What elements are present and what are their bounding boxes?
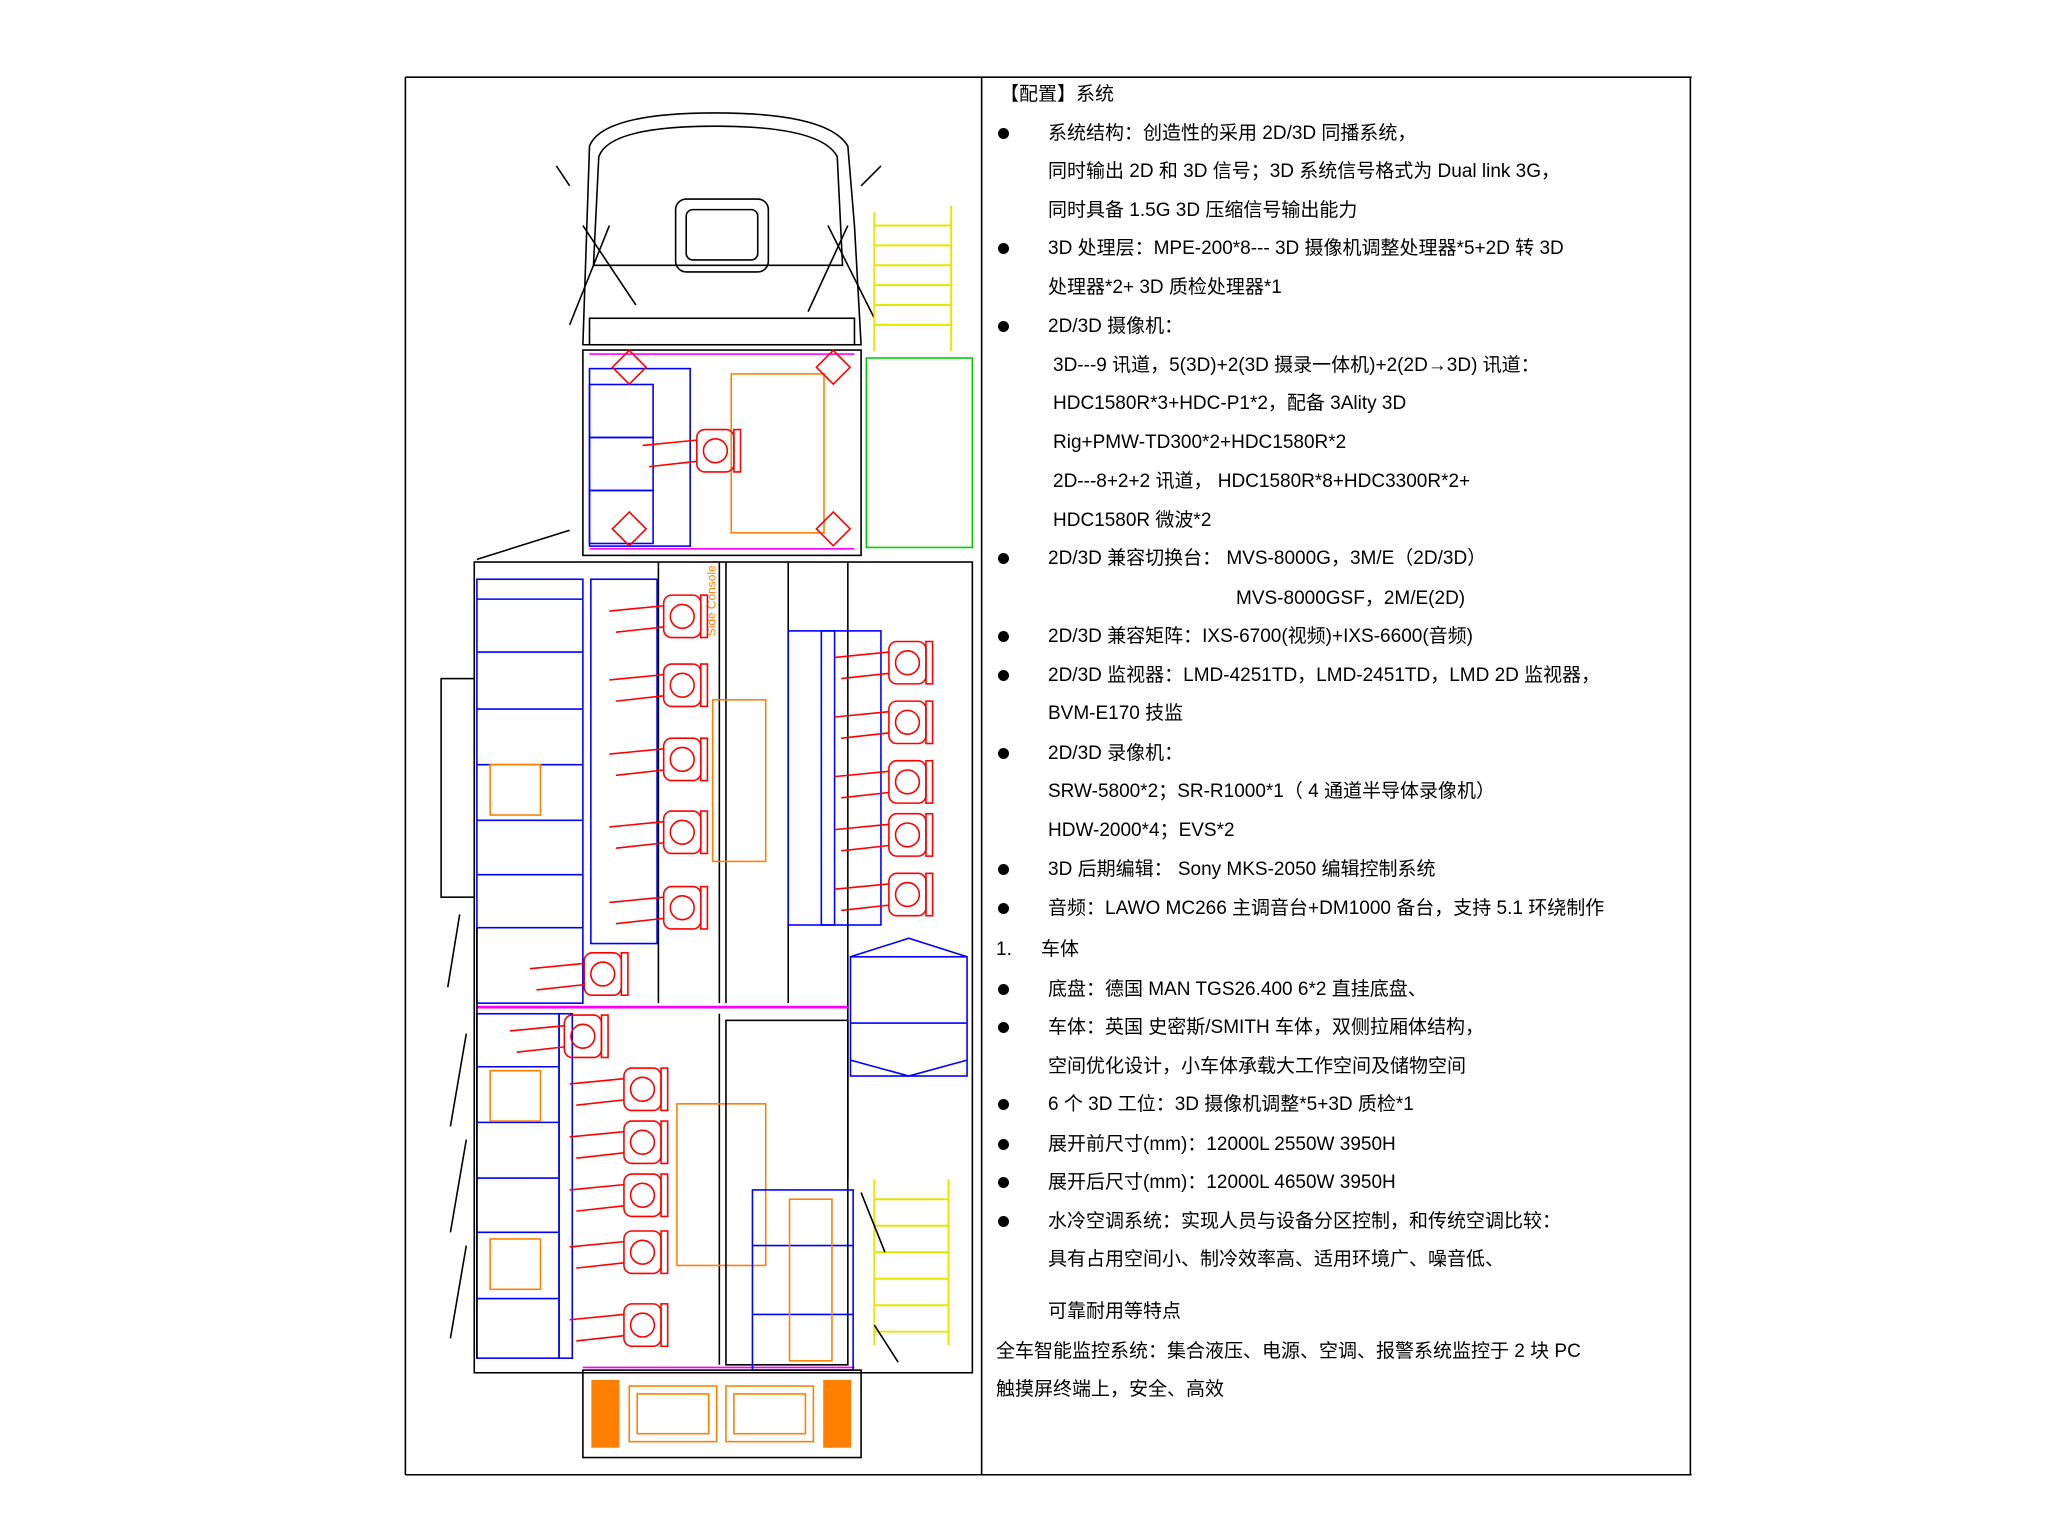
spec-line: 展开前尺寸(mm)：12000L 2550W 3950H bbox=[1048, 1134, 1396, 1155]
bullet-icon bbox=[998, 1022, 1009, 1033]
spec-line: MVS-8000GSF，2M/E(2D) bbox=[1236, 588, 1466, 609]
chair-icon bbox=[834, 640, 934, 685]
spec-line: 音频：LAWO MC266 主调音台+DM1000 备台，支持 5.1 环绕制作 bbox=[1048, 898, 1605, 919]
spec-line: 具有占用空间小、制冷效率高、适用环境广、噪音低、 bbox=[1048, 1249, 1505, 1270]
spec-line: 处理器*2+ 3D 质检处理器*1 bbox=[1048, 277, 1282, 298]
bullet-icon bbox=[998, 1216, 1009, 1227]
side-console-label: Side Console bbox=[704, 565, 718, 636]
chair-icon bbox=[569, 1173, 669, 1218]
spec-line: 同时输出 2D 和 3D 信号；3D 系统信号格式为 Dual link 3G， bbox=[1048, 161, 1561, 182]
spec-line: 6 个 3D 工位：3D 摄像机调整*5+3D 质检*1 bbox=[1048, 1094, 1414, 1115]
spec-line: SRW-5800*2；SR-R1000*1（ 4 通道半导体录像机） bbox=[1048, 781, 1495, 802]
spec-line: 水冷空调系统：实现人员与设备分区控制，和传统空调比较： bbox=[1048, 1211, 1562, 1232]
bullet-icon bbox=[998, 321, 1009, 332]
spec-line: 展开后尺寸(mm)：12000L 4650W 3950H bbox=[1048, 1172, 1396, 1193]
chair-icon bbox=[609, 810, 709, 855]
chair-icon bbox=[609, 737, 709, 782]
spec-line: 2D/3D 录像机： bbox=[1048, 743, 1184, 764]
spec-line: 2D/3D 监视器：LMD-4251TD，LMD-2451TD，LMD 2D 监… bbox=[1048, 665, 1601, 686]
spec-line: HDC1580R*3+HDC-P1*2，配备 3Ality 3D bbox=[1053, 393, 1407, 414]
spec-line: HDC1580R 微波*2 bbox=[1053, 510, 1212, 531]
chair-icon bbox=[834, 812, 934, 857]
bullet-icon bbox=[998, 1099, 1009, 1110]
bullet-icon bbox=[998, 631, 1009, 642]
table-frame bbox=[404, 76, 1692, 1476]
front-compartment bbox=[582, 349, 974, 557]
bullet-icon bbox=[998, 670, 1009, 681]
spec-line: 全车智能监控系统：集合液压、电源、空调、报警系统监控于 2 块 PC bbox=[996, 1341, 1581, 1362]
spec-line: BVM-E170 技监 bbox=[1048, 703, 1184, 724]
chair-icon bbox=[569, 1067, 669, 1112]
list-number: 1. bbox=[996, 939, 1012, 960]
spec-line: 2D/3D 兼容切换台： MVS-8000G，3M/E（2D/3D） bbox=[1048, 548, 1487, 569]
chair-icon bbox=[642, 428, 742, 473]
bullet-icon bbox=[998, 864, 1009, 875]
spec-line: 3D---9 讯道，5(3D)+2(3D 摄录一体机)+2(2D→3D) 讯道： bbox=[1053, 355, 1540, 376]
bullet-icon bbox=[998, 984, 1009, 995]
chair-icon bbox=[834, 759, 934, 804]
chair-icon bbox=[834, 872, 934, 917]
spec-line: Rig+PMW-TD300*2+HDC1580R*2 bbox=[1053, 432, 1347, 453]
spec-line: 2D---8+2+2 讯道， HDC1580R*8+HDC3300R*2+ bbox=[1053, 471, 1471, 492]
spec-line: 同时具备 1.5G 3D 压缩信号输出能力 bbox=[1048, 200, 1358, 221]
ladder-bottom bbox=[873, 1179, 950, 1345]
spec-line: 3D 后期编辑： Sony MKS-2050 编辑控制系统 bbox=[1048, 859, 1436, 880]
bullet-icon bbox=[998, 1139, 1009, 1150]
bullet-icon bbox=[998, 1177, 1009, 1188]
bullet-icon bbox=[998, 553, 1009, 564]
bullet-icon bbox=[998, 748, 1009, 759]
bullet-icon bbox=[998, 903, 1009, 914]
chair-icon bbox=[569, 1120, 669, 1165]
chair-icon bbox=[609, 663, 709, 708]
spec-line: 触摸屏终端上，安全、高效 bbox=[996, 1379, 1225, 1400]
chair-icon bbox=[569, 1303, 669, 1348]
bullet-icon bbox=[998, 243, 1009, 254]
spec-line: 系统结构：创造性的采用 2D/3D 同播系统， bbox=[1048, 123, 1417, 144]
ladder-top bbox=[873, 205, 953, 352]
spec-line: 车体 bbox=[1041, 939, 1080, 960]
spec-line: 2D/3D 摄像机： bbox=[1048, 316, 1184, 337]
truck-cab bbox=[555, 112, 882, 346]
chair-icon bbox=[529, 952, 629, 997]
spec-line: 3D 处理层：MPE-200*8--- 3D 摄像机调整处理器*5+2D 转 3… bbox=[1048, 238, 1564, 259]
spec-line: 2D/3D 兼容矩阵：IXS-6700(视频)+IXS-6600(音频) bbox=[1048, 626, 1473, 647]
rear-compartment bbox=[582, 1369, 862, 1459]
spec-line: HDW-2000*4；EVS*2 bbox=[1048, 820, 1235, 841]
chair-icon bbox=[609, 885, 709, 930]
spec-line: 底盘：德国 MAN TGS26.400 6*2 直挂底盘、 bbox=[1048, 979, 1427, 1000]
chair-icon bbox=[509, 1014, 609, 1059]
spec-heading: 【配置】系统 bbox=[1000, 84, 1115, 105]
chair-icon bbox=[609, 594, 709, 639]
spec-line: 可靠耐用等特点 bbox=[1048, 1301, 1182, 1322]
chair-icon bbox=[834, 700, 934, 745]
spec-line: 车体：英国 史密斯/SMITH 车体，双侧拉厢体结构， bbox=[1048, 1017, 1484, 1038]
bullet-icon bbox=[998, 128, 1009, 139]
spec-line: 空间优化设计，小车体承载大工作空间及储物空间 bbox=[1048, 1056, 1467, 1077]
main-body bbox=[440, 529, 974, 1374]
chair-icon bbox=[569, 1230, 669, 1275]
